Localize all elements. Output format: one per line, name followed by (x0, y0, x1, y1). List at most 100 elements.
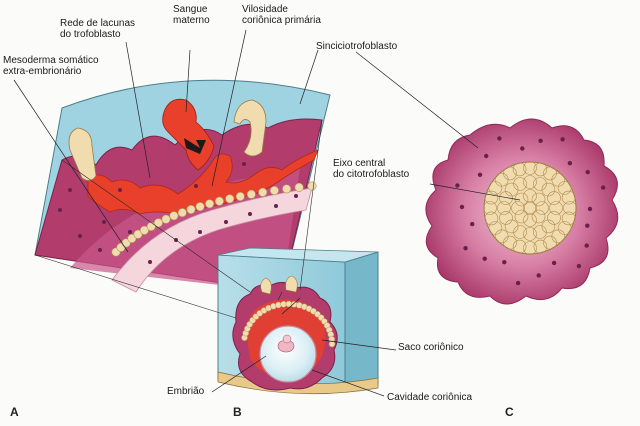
cytotrophoblast-bead (127, 234, 137, 244)
cytotrophoblast-bead (186, 205, 196, 215)
cytotrophoblast-cell (561, 211, 576, 226)
label-cytotrophoblast-core: Eixo central do citotrofoblasto (333, 158, 410, 180)
cytotrophoblast-cell (543, 235, 557, 250)
cytotrophoblast-cell (514, 192, 529, 207)
nucleus-dot (78, 234, 82, 238)
blood-flow-arrow (184, 138, 206, 154)
nucleus-dot (148, 260, 152, 264)
cytotrophoblast-bead (169, 211, 179, 221)
nucleus-dot (224, 220, 228, 224)
nucleus-dot (484, 153, 489, 159)
cytotrophoblast-cell (504, 182, 519, 197)
cytotrophoblast-bead (307, 181, 317, 191)
nucleus-dot (98, 248, 102, 252)
nucleus-dot (128, 230, 132, 234)
cytotrophoblast-cell (484, 190, 499, 205)
cytotrophoblast-cell (483, 201, 497, 215)
nucleus-dot (459, 204, 465, 210)
cytotrophoblast-cell (541, 182, 556, 197)
label-maternal-blood: Sangue materno (173, 4, 210, 26)
cytotrophoblast-cell (531, 209, 546, 224)
leader-lines (13, 29, 521, 397)
cytotrophoblast-bead (282, 184, 292, 194)
nucleus-dot (551, 260, 557, 266)
nucleus-dot (536, 273, 541, 278)
cytotrophoblast-cell (523, 175, 537, 189)
nucleus-dot (68, 188, 72, 192)
nucleus-dot (198, 230, 202, 234)
panel-letter-a: A (10, 405, 19, 419)
cytotrophoblast-bead (214, 196, 224, 206)
cytotrophoblast-cell (523, 161, 537, 175)
cytotrophoblast-cell (541, 219, 556, 234)
cytotrophoblast-cell (488, 221, 503, 235)
nucleus-dot (463, 246, 468, 251)
cytotrophoblast-cell (547, 211, 561, 225)
panel-c-villus-cross-section (425, 118, 619, 305)
cytotrophoblast-cell (503, 166, 517, 181)
nucleus-dot (587, 206, 593, 212)
nucleus-dot (515, 280, 521, 286)
nucleus-dot (477, 172, 483, 177)
cytotrophoblast-bead (246, 189, 256, 199)
cytotrophoblast-cell (512, 162, 527, 177)
nucleus-dot (497, 136, 502, 141)
nucleus-dot (585, 223, 590, 228)
label-chorionic-cavity: Cavidade coriônica (387, 392, 473, 403)
cytotrophoblast-cells (483, 161, 577, 255)
nucleus-dot (601, 185, 606, 190)
cytotrophoblast-cell (513, 225, 527, 239)
nucleus-dot (242, 162, 246, 166)
cytotrophoblast-cell (523, 201, 537, 215)
label-extraembryonic-mesoderm: Mesoderma somático extra-embrionário (3, 55, 99, 77)
nucleus-dot (194, 184, 198, 188)
villus-tube-right (233, 99, 267, 157)
nucleus-dot (560, 137, 565, 142)
nucleus-dot (274, 204, 278, 208)
cytotrophoblast-cell (533, 239, 548, 254)
cytotrophoblast-cell (504, 219, 519, 234)
cytotrophoblast-cell (563, 201, 577, 215)
cytotrophoblast-cell (547, 191, 561, 205)
cytotrophoblast-cell (499, 191, 513, 205)
cytotrophoblast-cell (523, 241, 537, 255)
label-syncytiotrophoblast: Sinciciotrofoblasto (316, 41, 398, 52)
nucleus-dot (567, 161, 573, 166)
nucleus-dot (102, 220, 106, 224)
endometrium-block-side (344, 251, 379, 391)
cytotrophoblast-bead (133, 229, 143, 239)
cytotrophoblast-bead (294, 182, 304, 192)
cytotrophoblast-cell (497, 201, 511, 215)
panel-letter-b: B (233, 405, 242, 419)
nucleus-dot (585, 169, 590, 175)
maternal-blood-lacuna (162, 98, 215, 171)
cytotrophoblast-cell (513, 177, 527, 191)
nucleus-dot (576, 263, 582, 269)
syncytio-nuclei-c (455, 136, 606, 286)
cytotrophoblast-cell (531, 192, 546, 207)
cytotrophoblast-bead (258, 187, 268, 197)
villus-tube-left (68, 127, 97, 181)
cytotrophoblast-cell (511, 201, 525, 215)
trophoblast-lacunae (87, 149, 319, 215)
cytotrophoblast-bead (205, 199, 215, 209)
cytotrophoblast-cell (549, 201, 563, 215)
cytotrophoblast-cell (535, 201, 549, 215)
chorionic-cavity (259, 325, 317, 383)
panel-b-block (34, 119, 379, 395)
nucleus-dot (248, 212, 252, 216)
nucleus-dot (502, 260, 507, 265)
nucleus-dot (482, 256, 487, 261)
cytotrophoblast-cell (533, 177, 547, 191)
nucleus-dot (455, 183, 460, 188)
nucleus-dot (470, 221, 475, 227)
panel-letter-c: C (505, 405, 514, 419)
cytotrophoblast-bead (161, 214, 171, 224)
nucleus-dot (584, 243, 589, 248)
cytotrophoblast-cell (523, 213, 537, 227)
label-embryo: Embrião (167, 386, 205, 397)
cytotrophoblast-cell (514, 209, 529, 224)
nucleus-dot (294, 194, 298, 198)
cytotrophoblast-bead (139, 225, 149, 235)
